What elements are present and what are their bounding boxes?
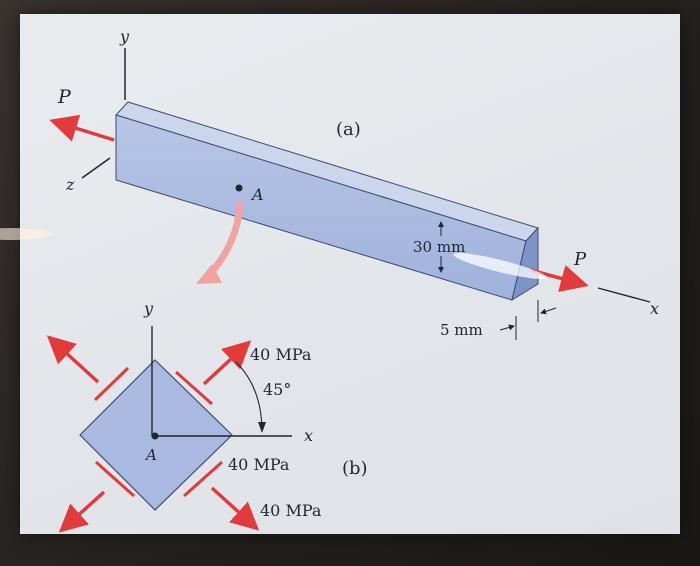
element-point-a-marker [151, 432, 159, 440]
angle-arc [235, 361, 263, 433]
dim-5-arrow-left [499, 324, 515, 331]
stress-label-bottom-right-inner: 40 MPa [228, 455, 290, 474]
point-a-marker [235, 184, 243, 192]
force-label-right: P [573, 249, 587, 270]
dim-thickness-label: 5 mm [440, 321, 483, 339]
stress-label-top-right: 40 MPa [250, 345, 312, 364]
angle-label: 45° [263, 380, 291, 399]
stress-arrow-upper-left [46, 335, 100, 384]
glare-left [0, 228, 52, 240]
detail-pointer-arrow [204, 201, 244, 280]
figure-b-label: (b) [342, 458, 368, 479]
stress-edge-lower-left [94, 460, 136, 498]
glare-right [453, 253, 547, 279]
stress-arrow-lower-right [210, 486, 260, 531]
angle-arc-arrowhead [258, 422, 266, 433]
axis-x-label-a: x [650, 299, 659, 318]
axis-y-label-b: y [143, 299, 154, 318]
bar-end-face [511, 226, 539, 302]
element-point-a-label: A [144, 446, 157, 464]
stress-label-bottom-right-outer: 40 MPa [260, 501, 322, 520]
stress-edge-lower-right [182, 460, 224, 498]
dim-height-label: 30 mm [413, 238, 465, 256]
detail-pointer-arrowhead [196, 264, 222, 284]
axis-x-label-b: x [304, 426, 313, 445]
figure-a-label: (a) [336, 119, 361, 140]
stress-edge-upper-right [175, 370, 213, 406]
dim-5-arrow-right [540, 307, 557, 315]
force-label-left: P [57, 86, 72, 108]
stress-arrow-upper-right [202, 340, 252, 386]
axis-z-line [81, 157, 111, 179]
axis-z-label: z [65, 175, 75, 194]
stress-arrow-lower-left [58, 490, 106, 533]
axis-y-label-a: y [119, 27, 130, 46]
stress-edge-upper-left [93, 366, 130, 402]
force-arrow-left [49, 114, 115, 142]
axis-x-line-a [597, 287, 651, 303]
point-a-label: A [250, 185, 264, 204]
